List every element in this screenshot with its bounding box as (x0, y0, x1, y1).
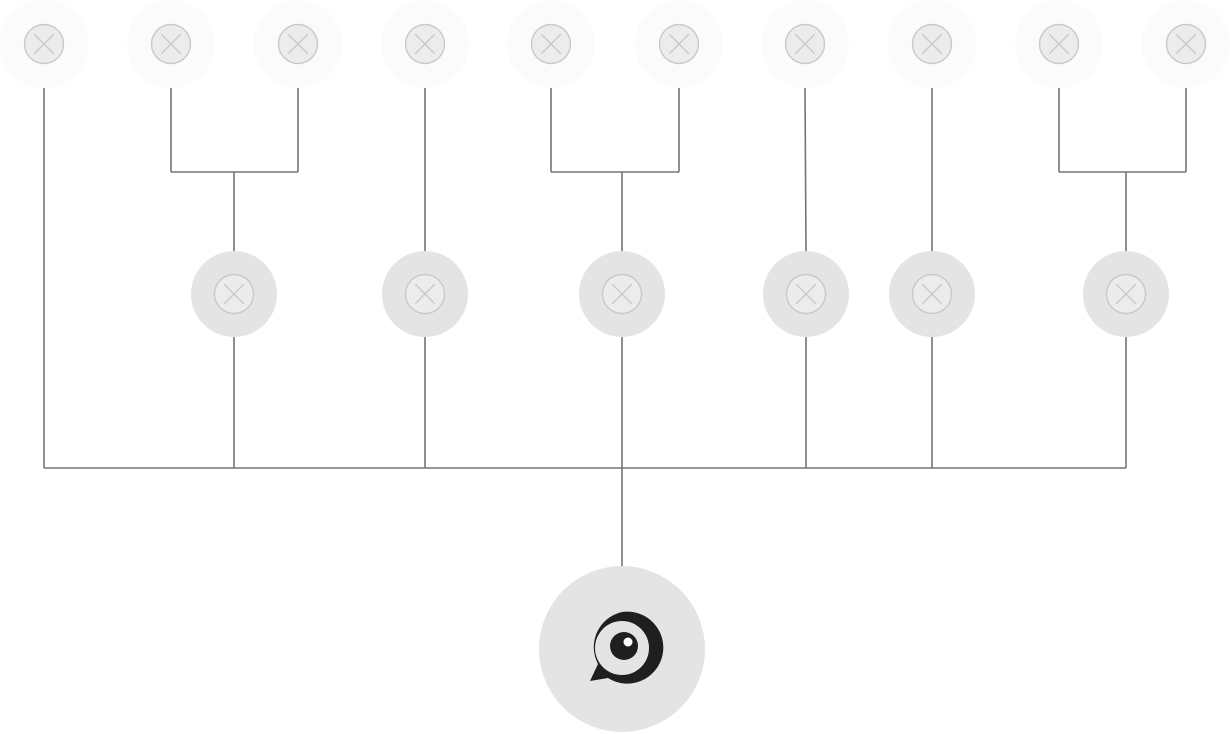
connector-lines (43, 87, 1187, 566)
top-node-t5 (507, 0, 595, 88)
placeholder-x-icon (784, 23, 826, 65)
top-node-t4 (381, 0, 469, 88)
top-node-t2 (127, 0, 215, 88)
placeholder-x-icon (1105, 273, 1147, 315)
eye-pupil (610, 632, 638, 660)
placeholder-x-stroke (223, 283, 245, 305)
placeholder-x-icon (785, 273, 827, 315)
placeholder-x-icon (150, 23, 192, 65)
placeholder-x-icon (530, 23, 572, 65)
chat-bubble-eye-icon (590, 611, 664, 684)
placeholder-x-icon (404, 23, 446, 65)
eye-highlight (623, 637, 633, 647)
placeholder-x-icon (1038, 23, 1080, 65)
placeholder-x-stroke (33, 33, 55, 55)
top-node-t3 (254, 0, 342, 88)
placeholder-x-icon (277, 23, 319, 65)
placeholder-x-stroke (1175, 33, 1197, 55)
placeholder-x-stroke (668, 33, 690, 55)
top-branch-line (804, 87, 807, 252)
placeholder-x-stroke (794, 33, 816, 55)
top-node-t1 (0, 0, 88, 88)
placeholder-x-icon (1165, 23, 1207, 65)
top-node-t10 (1142, 0, 1230, 88)
placeholder-x-stroke (540, 33, 562, 55)
placeholder-x-stroke (287, 33, 309, 55)
top-node-t9 (1015, 0, 1103, 88)
placeholder-x-stroke (160, 33, 182, 55)
root-node (539, 566, 705, 732)
chat-bubble-outline (590, 611, 664, 684)
top-node-t6 (635, 0, 723, 88)
placeholder-x-stroke (611, 283, 633, 305)
placeholder-x-icon (23, 23, 65, 65)
placeholder-x-stroke (1048, 33, 1070, 55)
placeholder-x-icon (213, 273, 255, 315)
middle-node-m2 (382, 251, 468, 337)
top-node-t8 (888, 0, 976, 88)
placeholder-x-stroke (921, 283, 943, 305)
middle-node-m1 (191, 251, 277, 337)
placeholder-x-stroke (1115, 283, 1137, 305)
placeholder-x-icon (404, 273, 446, 315)
placeholder-x-stroke (795, 283, 817, 305)
placeholder-x-stroke (414, 33, 436, 55)
placeholder-x-icon (658, 23, 700, 65)
middle-node-m3 (579, 251, 665, 337)
placeholder-x-stroke (921, 33, 943, 55)
top-node-t7 (761, 0, 849, 88)
middle-node-m6 (1083, 251, 1169, 337)
middle-node-m5 (889, 251, 975, 337)
placeholder-x-icon (911, 23, 953, 65)
middle-node-m4 (763, 251, 849, 337)
placeholder-x-icon (911, 273, 953, 315)
placeholder-x-icon (601, 273, 643, 315)
placeholder-x-stroke (414, 283, 436, 305)
